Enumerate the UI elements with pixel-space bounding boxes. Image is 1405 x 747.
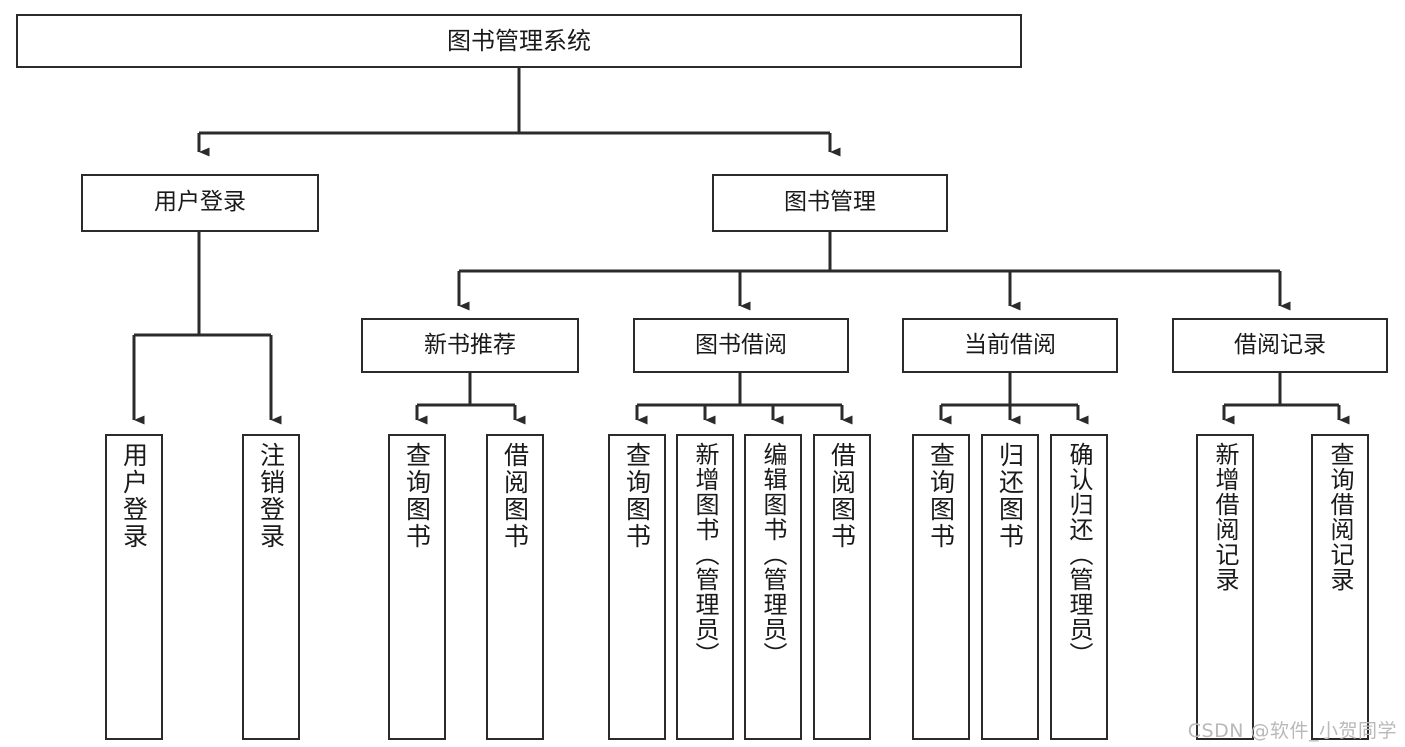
leaf-add-borrow-record[interactable]: 新增借阅记录 [1196,434,1254,740]
node-book-borrow[interactable]: 图书借阅 [633,318,849,373]
leaf-add-book-admin[interactable]: 新增图书（管理员） [676,434,734,740]
node-label: 查询借阅记录 [1326,442,1354,592]
leaf-query-book-recommend[interactable]: 查询图书 [388,434,446,740]
leaf-borrow-book-recommend[interactable]: 借阅图书 [486,434,544,740]
node-label: 新增借阅记录 [1211,442,1239,592]
node-label: 查询图书 [402,442,432,550]
node-current-borrow[interactable]: 当前借阅 [902,318,1118,373]
leaf-edit-book-admin[interactable]: 编辑图书（管理员） [744,434,802,740]
node-label: 借阅图书 [827,442,857,550]
node-label: 用户登录 [119,442,149,550]
leaf-user-login[interactable]: 用户登录 [105,434,163,740]
node-label: 归还图书 [995,442,1025,550]
node-label: 确认归还（管理员） [1065,442,1093,667]
node-label: 新书推荐 [424,331,516,358]
node-book-management[interactable]: 图书管理 [712,174,948,232]
node-label: 用户登录 [154,189,246,216]
node-user-login[interactable]: 用户登录 [81,174,319,232]
node-label: 借阅记录 [1234,331,1326,358]
csdn-watermark: CSDN @软件_小贺同学 [1187,720,1397,742]
node-label: 编辑图书（管理员） [759,442,787,667]
node-new-book-recommend[interactable]: 新书推荐 [361,318,579,373]
leaf-confirm-return-admin[interactable]: 确认归还（管理员） [1050,434,1108,740]
leaf-query-book-current[interactable]: 查询图书 [912,434,970,740]
leaf-logout[interactable]: 注销登录 [242,434,300,740]
node-label: 图书管理系统 [447,26,591,55]
node-label: 查询图书 [622,442,652,550]
node-root-book-management-system[interactable]: 图书管理系统 [16,14,1022,68]
leaf-query-book-borrow[interactable]: 查询图书 [608,434,666,740]
leaf-query-borrow-record[interactable]: 查询借阅记录 [1311,434,1369,740]
node-label: 新增图书（管理员） [691,442,719,667]
node-label: 借阅图书 [500,442,530,550]
leaf-borrow-book[interactable]: 借阅图书 [813,434,871,740]
node-borrow-record[interactable]: 借阅记录 [1172,318,1388,373]
node-label: 图书管理 [784,189,876,216]
node-label: 查询图书 [926,442,956,550]
node-label: 注销登录 [256,442,286,550]
leaf-return-book[interactable]: 归还图书 [981,434,1039,740]
node-label: 当前借阅 [964,331,1056,358]
node-label: 图书借阅 [695,331,787,358]
